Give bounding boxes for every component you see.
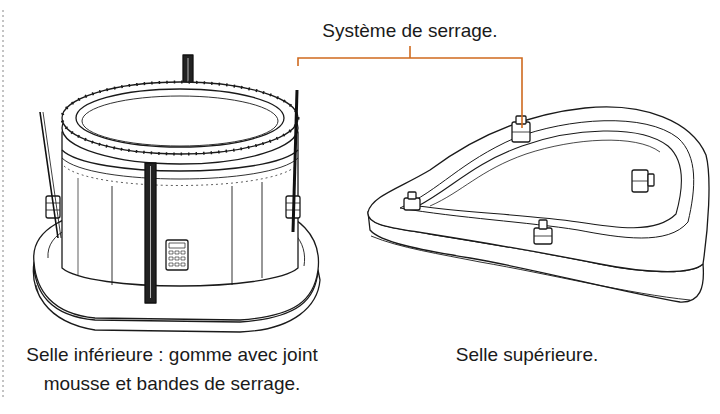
lower-saddle (169, 251, 173, 254)
lower-saddle (62, 82, 298, 154)
lower-saddle (40, 112, 58, 238)
lower-saddle (112, 186, 113, 285)
lower-saddle (181, 263, 185, 266)
lower-saddle (262, 182, 263, 278)
upper-saddle (430, 140, 660, 206)
upper-saddle (368, 107, 709, 302)
lower-saddle (46, 210, 60, 211)
clamp-block (512, 122, 530, 142)
lower-saddle (175, 263, 179, 266)
lower-saddle (78, 178, 79, 275)
clamp-block (632, 170, 648, 192)
lower-saddle (169, 243, 185, 248)
lower-saddle (33, 55, 320, 332)
clamp-block (632, 170, 654, 192)
lower-saddle (293, 90, 297, 232)
lower-saddle (181, 257, 185, 260)
clamp-block (408, 192, 416, 199)
clamp-block (404, 192, 420, 210)
lower-saddle (166, 240, 188, 270)
lower-saddle (36, 285, 38, 292)
clamp-block (404, 198, 420, 210)
clamp-block (648, 174, 654, 186)
lower-saddle (64, 166, 296, 186)
clamp-block (632, 181, 648, 182)
part-caption: Selle supérieure. (377, 340, 677, 369)
clamp-block (534, 220, 552, 244)
leader-line (409, 46, 411, 58)
lower-saddle (82, 96, 278, 146)
leader-line (298, 46, 522, 128)
lower-saddle (175, 257, 179, 260)
lower-saddle (169, 263, 173, 266)
upper-saddle (368, 107, 709, 272)
clamp-block (512, 116, 530, 142)
lower-saddle (181, 251, 185, 254)
clamp-block (539, 220, 547, 229)
clamp-block (534, 236, 552, 237)
lower-saddle (43, 112, 61, 238)
lower-saddle (232, 186, 233, 285)
clamp-block (516, 116, 526, 124)
upper-saddle (400, 121, 694, 238)
part-caption: Selle inférieure : gomme avec joint mous… (6, 340, 338, 398)
lower-saddle (145, 163, 156, 303)
clamp-block (534, 228, 552, 244)
clamp-block (512, 132, 530, 133)
lower-saddle (62, 82, 298, 154)
lower-saddle (76, 89, 284, 147)
lower-saddle (175, 251, 179, 254)
margin-line (3, 10, 4, 400)
lower-saddle (169, 257, 173, 260)
lower-saddle (169, 251, 185, 266)
lower-saddle (150, 166, 151, 298)
leader-line (298, 58, 522, 128)
upper-saddle (418, 131, 681, 228)
callout-label: Système de serrage. (245, 16, 575, 45)
